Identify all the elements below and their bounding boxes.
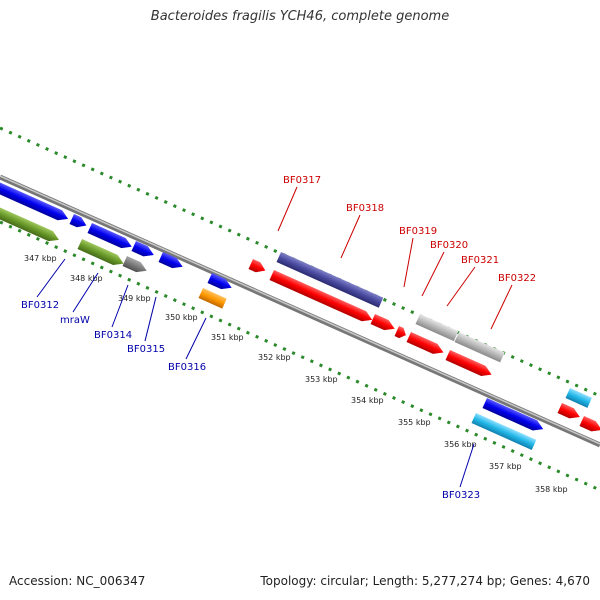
label-leader-line bbox=[446, 266, 476, 307]
label-leader-line bbox=[185, 317, 207, 360]
gene-arrow[interactable] bbox=[445, 350, 494, 380]
gene-arrow[interactable] bbox=[269, 270, 375, 325]
gene-arrow[interactable] bbox=[0, 203, 61, 245]
gene-label-bottom[interactable]: BF0316 bbox=[168, 362, 206, 373]
gene-arrow[interactable] bbox=[406, 332, 446, 358]
gene-label-bottom[interactable]: BF0323 bbox=[442, 490, 480, 501]
gene-arrow[interactable] bbox=[370, 314, 397, 334]
label-leader-line bbox=[421, 251, 445, 297]
gene-arrow[interactable] bbox=[579, 416, 600, 435]
gene-label-top[interactable]: BF0319 bbox=[399, 226, 437, 237]
label-leader-line bbox=[111, 284, 129, 328]
gene-arrow[interactable] bbox=[415, 314, 459, 342]
gene-arrow[interactable] bbox=[69, 214, 89, 231]
kbp-tick-label: 352 kbp bbox=[258, 353, 291, 362]
label-leader-line bbox=[144, 296, 157, 342]
kbp-tick-label: 355 kbp bbox=[398, 418, 431, 427]
label-leader-line bbox=[72, 272, 99, 313]
gene-arrow[interactable] bbox=[471, 413, 537, 450]
kbp-tick-label: 354 kbp bbox=[351, 396, 384, 405]
kbp-tick-label: 347 kbp bbox=[24, 254, 57, 263]
map-title: Bacteroides fragilis YCH46, complete gen… bbox=[150, 9, 450, 24]
gene-label-bottom[interactable]: BF0314 bbox=[94, 330, 132, 341]
gene-arrow[interactable] bbox=[198, 288, 227, 309]
gene-label-top[interactable]: BF0320 bbox=[430, 240, 468, 251]
gene-arrow[interactable] bbox=[122, 256, 149, 276]
gene-arrow[interactable] bbox=[0, 178, 70, 224]
kbp-tick-label: 348 kbp bbox=[70, 274, 103, 283]
label-leader-line bbox=[277, 186, 298, 232]
gene-arrow[interactable] bbox=[565, 388, 592, 408]
gene-label-top[interactable]: BF0321 bbox=[461, 255, 499, 266]
gene-label-top[interactable]: BF0318 bbox=[346, 203, 384, 214]
label-leader-line bbox=[490, 284, 513, 330]
gene-arrow[interactable] bbox=[158, 252, 185, 272]
genome-backbone bbox=[0, 174, 600, 448]
gene-label-bottom[interactable]: mraW bbox=[60, 315, 90, 326]
label-leader-line bbox=[340, 214, 361, 259]
gene-label-bottom[interactable]: BF0312 bbox=[21, 300, 59, 311]
kbp-tick-label: 351 kbp bbox=[211, 333, 244, 342]
gene-arrow[interactable] bbox=[454, 332, 505, 363]
gene-arrow[interactable] bbox=[87, 223, 134, 252]
kbp-tick-label: 358 kbp bbox=[535, 485, 568, 494]
gene-label-bottom[interactable]: BF0315 bbox=[127, 344, 165, 355]
kbp-tick-label: 353 kbp bbox=[305, 375, 338, 384]
kbp-tick-label: 350 kbp bbox=[165, 313, 198, 322]
gene-label-top[interactable]: BF0317 bbox=[283, 175, 321, 186]
kbp-tick-label: 357 kbp bbox=[489, 462, 522, 471]
gene-arrow[interactable] bbox=[77, 239, 126, 269]
gene-arrow[interactable] bbox=[207, 273, 234, 293]
gene-arrow[interactable] bbox=[276, 252, 384, 308]
gene-arrow[interactable] bbox=[557, 403, 583, 422]
genome-stats-label: Topology: circular; Length: 5,277,274 bp… bbox=[260, 574, 590, 588]
kbp-tick-label: 356 kbp bbox=[444, 440, 477, 449]
accession-label: Accession: NC_006347 bbox=[9, 574, 146, 588]
label-leader-line bbox=[459, 443, 475, 488]
gene-arrow[interactable] bbox=[394, 326, 409, 340]
gene-arrow[interactable] bbox=[482, 398, 546, 434]
gene-arrow[interactable] bbox=[248, 259, 268, 276]
label-leader-line bbox=[36, 258, 66, 298]
kbp-tick-label: 349 kbp bbox=[118, 294, 151, 303]
label-leader-line bbox=[403, 237, 414, 288]
gene-arrow[interactable] bbox=[131, 241, 157, 260]
gene-label-top[interactable]: BF0322 bbox=[498, 273, 536, 284]
